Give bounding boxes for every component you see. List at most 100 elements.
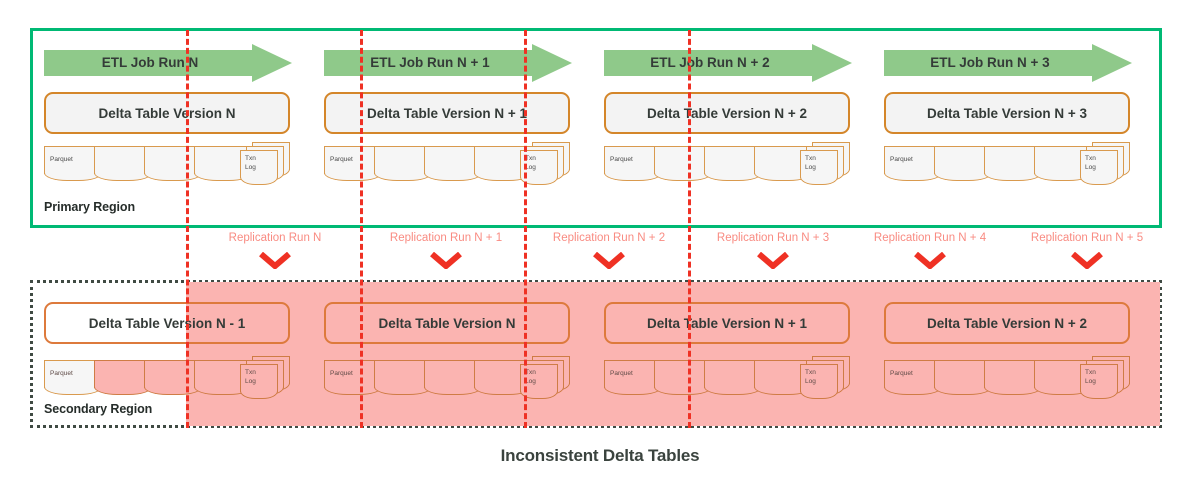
chevron-down-icon	[757, 252, 789, 269]
parquet-label: Parquet	[890, 156, 913, 163]
replication-run-label: Replication Run N + 5	[1030, 232, 1144, 244]
arrow-head-icon	[812, 44, 852, 82]
parquet-label: Parquet	[610, 370, 633, 377]
arrow-head-icon	[1092, 44, 1132, 82]
delta-table-label: Delta Table Version N + 3	[927, 105, 1087, 121]
parquet-file-icon	[373, 360, 432, 395]
delta-table-label: Delta Table Version N - 1	[88, 315, 246, 331]
parquet-label: Parquet	[890, 370, 913, 377]
parquet-label: Parquet	[610, 156, 633, 163]
replication-run-label: Replication Run N	[228, 232, 322, 244]
parquet-file-icon	[703, 146, 762, 181]
chevron-down-icon	[593, 252, 625, 269]
delta-table-label: Delta Table Version N + 1	[647, 315, 807, 331]
delta-table-label: Delta Table Version N + 2	[927, 315, 1087, 331]
replication-run-label: Replication Run N + 1	[389, 232, 503, 244]
parquet-file-icon	[423, 360, 482, 395]
parquet-file-icon	[143, 146, 202, 181]
arrow-body	[604, 50, 816, 76]
delta-table-label: Delta Table Version N + 1	[367, 105, 527, 121]
delta-table-label: Delta Table Version N + 2	[647, 105, 807, 121]
parquet-file-icon: Parquet	[43, 360, 102, 395]
sync-boundary-line-0	[186, 30, 189, 428]
delta-table-box[interactable]: Delta Table Version N + 3	[884, 92, 1130, 134]
replication-run-0: Replication Run N	[196, 232, 354, 276]
etl-job-arrow: ETL Job Run N + 1	[324, 44, 572, 82]
replication-run-label: Replication Run N + 4	[873, 232, 987, 244]
chevron-down-icon	[914, 252, 946, 269]
secondary-region-label: Secondary Region	[44, 402, 153, 416]
parquet-file-icon	[983, 146, 1042, 181]
replication-run-4: Replication Run N + 4	[851, 232, 1009, 276]
parquet-file-icon	[933, 146, 992, 181]
chevron-down-icon	[430, 252, 462, 269]
delta-table-box[interactable]: Delta Table Version N - 1	[44, 302, 290, 344]
etl-job-label: ETL Job Run N + 1	[370, 55, 490, 70]
arrow-body	[884, 50, 1096, 76]
delta-table-box[interactable]: Delta Table Version N + 2	[884, 302, 1130, 344]
parquet-file-icon: Parquet	[603, 146, 662, 181]
replication-run-5: Replication Run N + 5	[1008, 232, 1166, 276]
arrow-body	[324, 50, 536, 76]
parquet-file-icon	[933, 360, 992, 395]
etl-job-arrow: ETL Job Run N + 3	[884, 44, 1132, 82]
etl-job-arrow: ETL Job Run N	[44, 44, 292, 82]
delta-table-box[interactable]: Delta Table Version N	[324, 302, 570, 344]
sync-boundary-line-1	[360, 30, 363, 428]
parquet-file-icon: Parquet	[323, 360, 382, 395]
chevron-down-icon	[259, 252, 291, 269]
etl-job-arrow: ETL Job Run N + 2	[604, 44, 852, 82]
delta-table-label: Delta Table Version N	[98, 105, 236, 121]
parquet-label: Parquet	[330, 156, 353, 163]
replication-run-3: Replication Run N + 3	[694, 232, 852, 276]
sync-boundary-line-2	[524, 30, 527, 428]
delta-table-box[interactable]: Delta Table Version N + 2	[604, 92, 850, 134]
parquet-file-icon	[93, 360, 152, 395]
parquet-label: Parquet	[50, 370, 73, 377]
arrow-head-icon	[252, 44, 292, 82]
etl-job-label: ETL Job Run N + 2	[650, 55, 770, 70]
replication-run-1: Replication Run N + 1	[367, 232, 525, 276]
delta-table-box[interactable]: Delta Table Version N	[44, 92, 290, 134]
parquet-file-icon	[423, 146, 482, 181]
delta-table-box[interactable]: Delta Table Version N + 1	[324, 92, 570, 134]
inconsistent-overlay	[186, 282, 1160, 426]
parquet-label: Parquet	[330, 370, 353, 377]
parquet-file-icon	[653, 360, 712, 395]
etl-job-label: ETL Job Run N	[101, 55, 199, 70]
parquet-file-icon	[653, 146, 712, 181]
delta-table-box[interactable]: Delta Table Version N + 1	[604, 302, 850, 344]
replication-run-label: Replication Run N + 2	[552, 232, 666, 244]
parquet-file-icon	[143, 360, 202, 395]
parquet-file-icon: Parquet	[883, 360, 942, 395]
parquet-label: Parquet	[50, 156, 73, 163]
